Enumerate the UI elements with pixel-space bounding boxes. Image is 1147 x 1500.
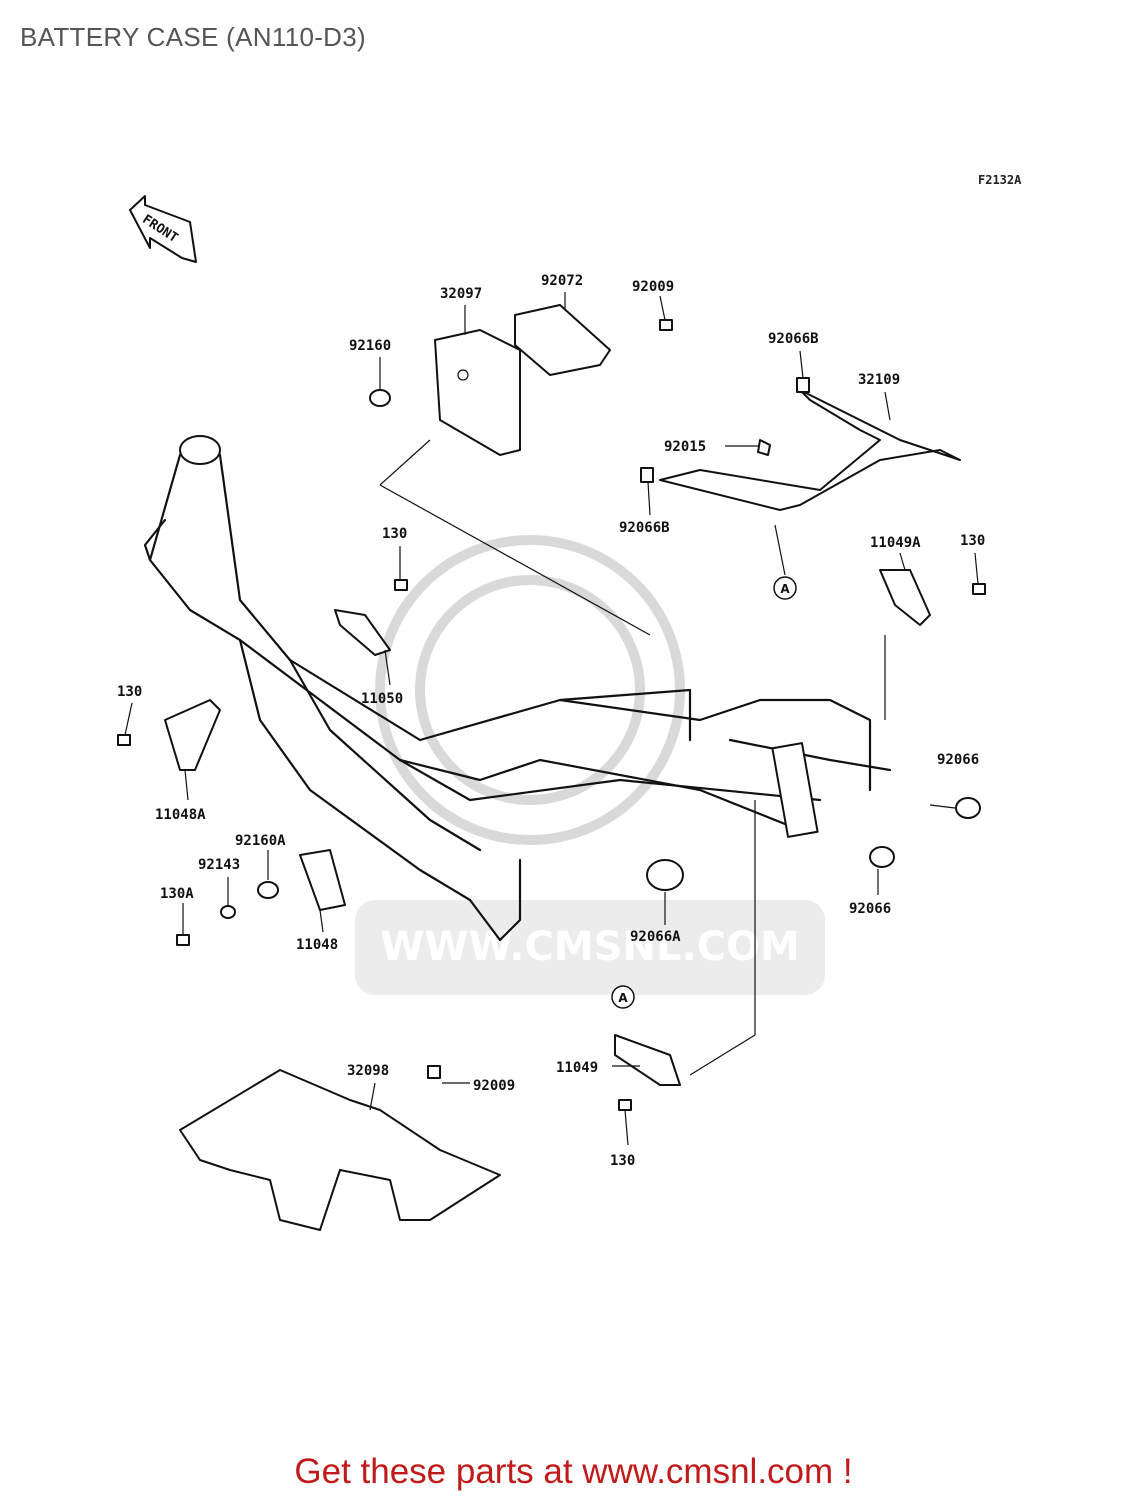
bracket-92072 <box>514 304 611 376</box>
bracket-11050 <box>334 609 391 656</box>
part-label: 32098 <box>347 1063 389 1079</box>
leader-lines <box>124 292 979 1146</box>
bracket-11048A <box>164 699 221 771</box>
part-label: 92160 <box>349 338 391 354</box>
battery-cover-32097 <box>434 329 521 456</box>
bracket-11049A <box>879 569 931 626</box>
svg-text:A: A <box>780 582 790 596</box>
exploded-parts-diagram: WWW.CMSNL.COM FRONT <box>117 195 986 1231</box>
part-label: 130 <box>117 684 142 700</box>
part-label: 11049 <box>556 1060 598 1076</box>
callout-a-upper: A <box>773 576 797 600</box>
battery-case-32098 <box>179 1069 501 1231</box>
part-label: 92066B <box>619 520 670 536</box>
part-label: 32097 <box>440 286 482 302</box>
bracket-11048 <box>299 849 346 911</box>
part-label: 11050 <box>361 691 403 707</box>
part-labels: 32097 92072 92009 92160 92066B 32109 920… <box>117 273 985 1169</box>
part-label: 92160A <box>235 833 286 849</box>
page-title: BATTERY CASE (AN110-D3) <box>20 22 366 52</box>
watermark-text: WWW.CMSNL.COM <box>380 924 800 970</box>
part-label: 130A <box>160 886 194 902</box>
bracket-11049 <box>614 1034 681 1086</box>
figure-code: F2132A <box>978 173 1022 187</box>
part-label: 11048 <box>296 937 338 953</box>
part-label: 92009 <box>632 279 674 295</box>
part-label: 92066B <box>768 331 819 347</box>
part-label: 11048A <box>155 807 206 823</box>
part-label: 92066 <box>849 901 891 917</box>
holder-32109 <box>659 389 961 511</box>
part-label: 92009 <box>473 1078 515 1094</box>
part-label: 32109 <box>858 372 900 388</box>
callout-a-lower: A <box>611 985 635 1009</box>
part-label: 130 <box>382 526 407 542</box>
part-label: 130 <box>960 533 985 549</box>
part-label: 92072 <box>541 273 583 289</box>
part-label: 11049A <box>870 535 921 551</box>
svg-text:A: A <box>618 991 628 1005</box>
part-label: 92066A <box>630 929 681 945</box>
frame-assembly <box>143 435 892 942</box>
part-label: 92066 <box>937 752 979 768</box>
part-label: 130 <box>610 1153 635 1169</box>
part-label: 92015 <box>664 439 706 455</box>
footer-promo-text: Get these parts at www.cmsnl.com ! <box>294 1452 853 1491</box>
bolts <box>117 319 986 1111</box>
front-arrow-icon: FRONT <box>129 195 197 263</box>
part-label: 92143 <box>198 857 240 873</box>
